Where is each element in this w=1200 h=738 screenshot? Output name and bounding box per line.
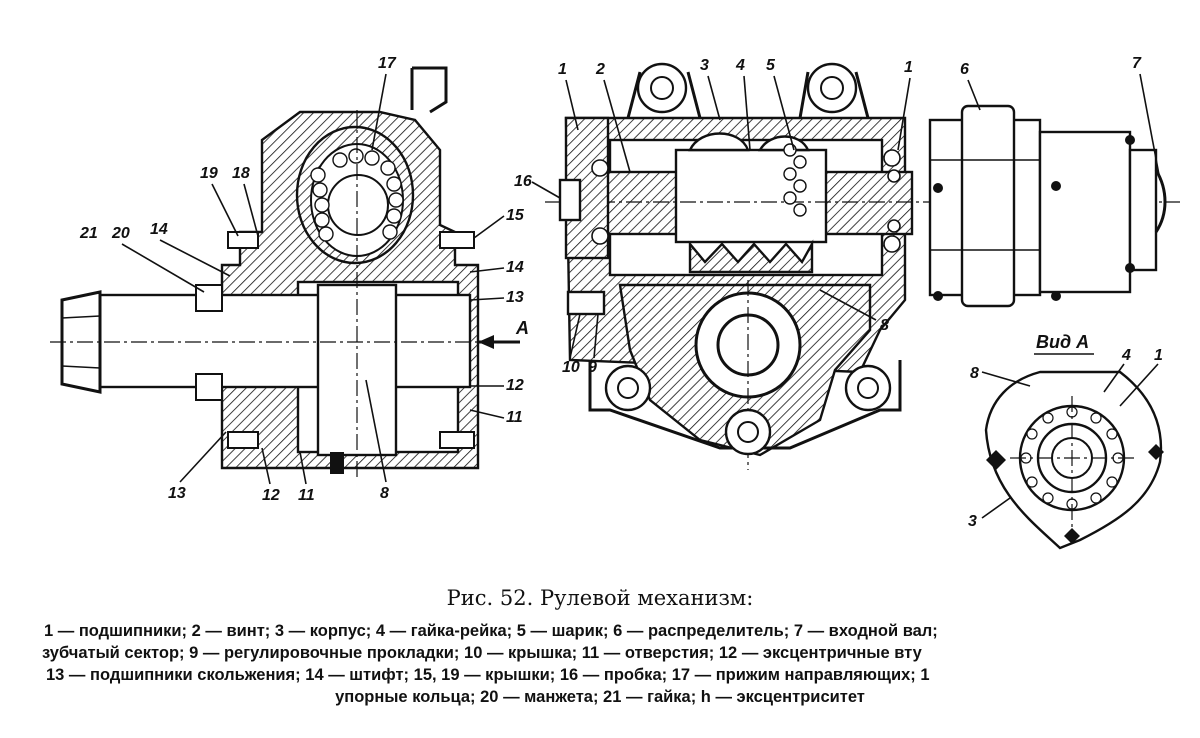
distributor-bolts	[933, 135, 1135, 301]
label-11-bottom: 11	[298, 487, 315, 504]
label-10: 10	[562, 359, 580, 376]
label-11-right: 11	[506, 409, 523, 426]
left-view-labels: 17 19 18 15 21 20 14 14 13 A 12 11 13 12…	[79, 55, 529, 504]
label-14-right: 14	[506, 259, 524, 276]
label-18: 18	[232, 165, 250, 182]
view-a: Вид А 8 4 1 3	[968, 332, 1164, 550]
label-8-left: 8	[380, 485, 389, 502]
view-a-label-1: 1	[1154, 347, 1163, 364]
caption-title: Рис. 52. Рулевой механизм:	[446, 586, 754, 610]
legend-line-4: упорные кольца; 20 — манжета; 21 — гайка…	[335, 688, 865, 706]
label-5: 5	[766, 57, 776, 74]
label-17: 17	[378, 55, 397, 72]
label-16: 16	[514, 173, 532, 190]
left-section-view	[50, 66, 520, 480]
label-13-right: 13	[506, 289, 524, 306]
view-a-label-3: 3	[968, 513, 977, 530]
label-2: 2	[595, 61, 605, 78]
right-view-labels: 1 2 3 4 5 1 6 7 16 8 10 9	[514, 55, 1161, 376]
label-view-A: A	[515, 318, 529, 338]
label-1-right: 1	[904, 59, 913, 76]
ball-chain	[310, 148, 404, 242]
balls	[783, 143, 807, 217]
label-8-right: 8	[880, 317, 889, 334]
view-a-title: Вид А	[1036, 332, 1089, 352]
legend-line-3: 13 — подшипники скольжения; 14 — штифт; …	[46, 666, 930, 684]
label-13-bottom: 13	[168, 485, 186, 502]
view-a-label-4: 4	[1121, 347, 1131, 364]
label-12-right: 12	[506, 377, 524, 394]
label-12-bottom: 12	[262, 487, 280, 504]
label-9: 9	[588, 359, 597, 376]
legend-line-1: 1 — подшипники; 2 — винт; 3 — корпус; 4 …	[44, 622, 938, 640]
view-a-label-8: 8	[970, 365, 979, 382]
label-7: 7	[1132, 55, 1142, 72]
label-3: 3	[700, 57, 709, 74]
label-14-top-left: 14	[150, 221, 168, 238]
bearings	[591, 149, 901, 253]
bolts	[195, 231, 475, 449]
label-21: 21	[79, 225, 98, 242]
label-19: 19	[200, 165, 218, 182]
legend-line-2: зубчатый сектор; 9 — регулировочные прок…	[42, 644, 922, 662]
label-1-left: 1	[558, 61, 567, 78]
label-4: 4	[735, 57, 745, 74]
label-15: 15	[506, 207, 525, 224]
label-20: 20	[111, 225, 130, 242]
right-section-view	[545, 62, 1180, 470]
label-6: 6	[960, 61, 969, 78]
